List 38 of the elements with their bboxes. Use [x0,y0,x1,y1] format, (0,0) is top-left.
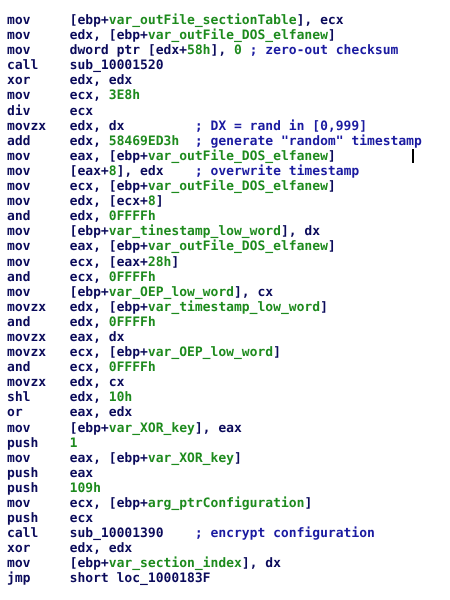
code-line: mov [eax+8], edx ; overwrite timestamp [7,164,360,179]
code-line: mov ecx, [ebp+var_outFile_DOS_elfanew] [7,179,336,194]
code-line: call sub_10001520 [7,58,164,74]
code-line: push 1 [7,436,78,451]
code-line: mov edx, [ecx+8] [7,194,164,210]
code-line: movzx eax, dx [7,330,124,346]
code-line: mov eax, [ebp+var_outFile_DOS_elfanew] [7,148,336,164]
code-line: mov [ebp+var_outFile_sectionTable], ecx [7,13,344,28]
code-line: mov eax, [ebp+var_XOR_key] [7,450,242,466]
code-line: mov [ebp+var_OEP_low_word], cx [7,284,274,300]
code-line: add edx, 58469ED3h ; generate "random" timestamp [7,134,422,149]
code-line: and ecx, 0FFFFh [7,360,156,376]
code-line: push 109h [7,480,101,496]
code-line: and edx, 0FFFFh [7,209,156,224]
code-line: mov ecx, [eax+28h] [7,254,180,270]
code-line: mov [ebp+var_XOR_key], eax [7,420,242,436]
code-line: or eax, edx [7,405,132,421]
code-line: mov dword ptr [edx+58h], 0 ; zero-out checksum [7,43,398,58]
code-line: mov ecx, 3E8h [7,88,140,104]
code-line: mov [ebp+var_section_index], dx [7,556,281,572]
code-line: jmp short loc_1000183F [7,571,210,587]
code-line: movzx edx, [ebp+var_timestamp_low_word] [7,300,328,315]
code-line: movzx edx, cx [7,375,124,390]
code-line: mov eax, [ebp+var_outFile_DOS_elfanew] [7,239,336,254]
code-line: and edx, 0FFFFh [7,314,156,330]
code-line: xor edx, edx [7,73,132,88]
code-line: and ecx, 0FFFFh [7,270,156,285]
code-line: push ecx [7,511,94,526]
code-line: movzx ecx, [ebp+var_OEP_low_word] [7,345,281,360]
code-line: movzx edx, dx ; DX = rand in [0,999] [7,118,368,134]
code-line: shl edx, 10h [7,390,132,406]
code-line: mov [ebp+var_tinestamp_low_word], dx [7,224,320,240]
code-line: push eax [7,466,94,481]
code-line: div ecx [7,104,94,119]
code-line: mov edx, [ebp+var_outFile_DOS_elfanew] [7,28,336,44]
code-line: xor edx, edx [7,541,132,556]
code-line: mov ecx, [ebp+arg_ptrConfiguration] [7,496,312,512]
code-line: call sub_10001390 ; encrypt configuration [7,526,375,542]
